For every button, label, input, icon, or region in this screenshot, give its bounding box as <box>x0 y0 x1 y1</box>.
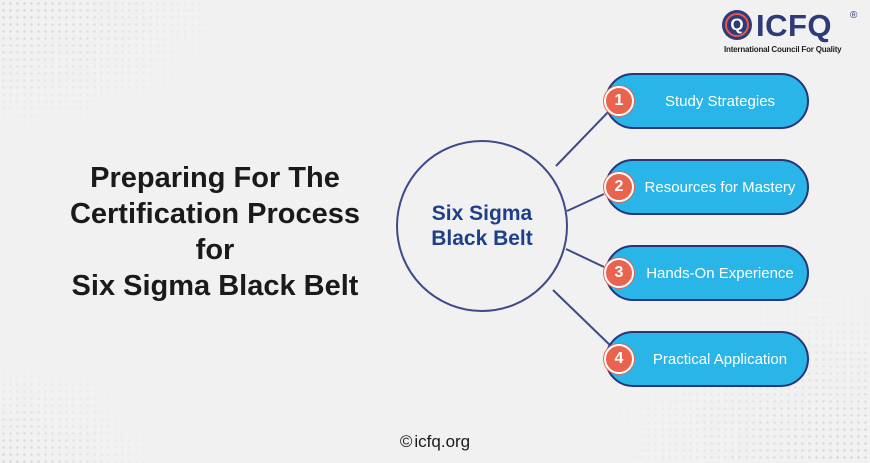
connector-line-1 <box>555 107 613 167</box>
step-pill-2: Resources for Mastery <box>605 159 809 215</box>
page-title: Preparing For The Certification Process … <box>40 160 390 304</box>
logo-q-icon: Q <box>722 10 752 40</box>
step-label: Hands-On Experience <box>646 264 794 282</box>
copyright-icon: © <box>399 432 413 451</box>
connector-line-3 <box>565 248 605 268</box>
step-number-badge: 2 <box>604 172 634 202</box>
step-label: Study Strategies <box>664 92 776 110</box>
footer-website: ©icfq.org <box>0 432 870 452</box>
title-line: Certification Process <box>69 198 361 230</box>
logo-wordmark: ICFQ <box>756 8 833 43</box>
title-line: Six Sigma Black Belt <box>71 270 359 302</box>
step-pill-4: Practical Application <box>605 331 809 387</box>
step-number-badge: 1 <box>604 86 634 116</box>
step-label: Resources for Mastery <box>644 178 796 196</box>
logo-registered-mark: ® <box>850 10 858 21</box>
title-line: Preparing For The <box>90 162 340 194</box>
step-number-badge: 3 <box>604 258 634 288</box>
step-pill-1: Study Strategies <box>605 73 809 129</box>
title-line: for <box>195 234 235 266</box>
step-label: Practical Application <box>652 350 788 368</box>
hub-label-line1: Six Sigma <box>431 202 533 225</box>
dot-pattern-top-left <box>0 0 220 130</box>
step-pill-3: Hands-On Experience <box>605 245 809 301</box>
icfq-logo: Q ICFQ ® International Council For Quali… <box>722 8 862 60</box>
footer-site-text: icfq.org <box>414 432 471 451</box>
step-number-badge: 4 <box>604 344 634 374</box>
logo-tagline: International Council For Quality <box>724 45 842 54</box>
connector-line-4 <box>552 289 615 350</box>
hub-label-line2: Black Belt <box>431 227 533 250</box>
connector-line-2 <box>566 193 605 212</box>
central-hub-circle: Six Sigma Black Belt <box>396 140 568 312</box>
